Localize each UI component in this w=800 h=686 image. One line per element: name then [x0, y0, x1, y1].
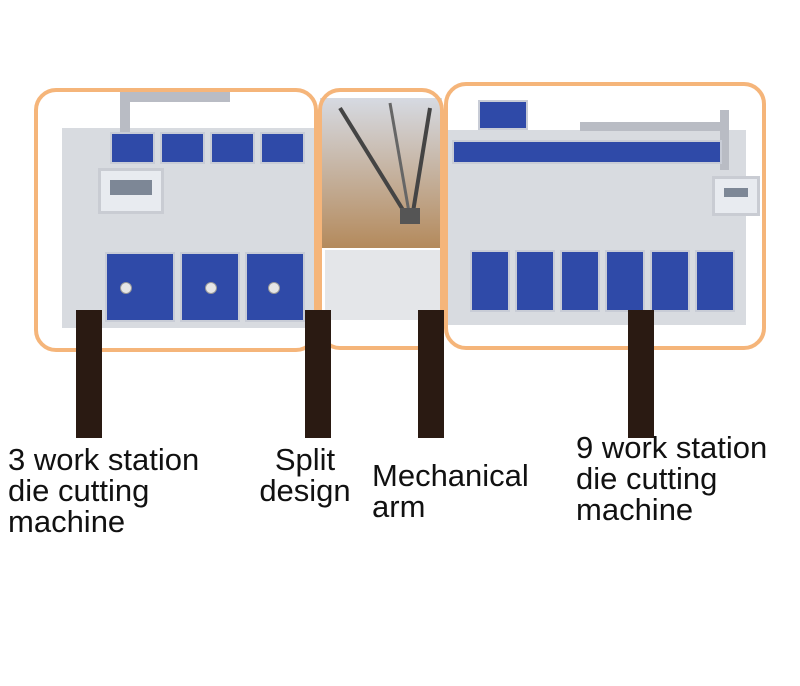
nine-station-label: 9 work station die cutting machine — [576, 430, 768, 527]
three-station-outline — [34, 88, 318, 352]
nine-station-outline — [444, 82, 766, 350]
mechanical-arm-pointer — [418, 310, 444, 438]
robot-arm-icon — [338, 102, 432, 224]
split-design-outline — [318, 88, 444, 350]
three-station-pointer — [76, 310, 102, 438]
control-screen-icon — [98, 168, 164, 214]
three-station-label: 3 work station die cutting machine — [8, 442, 200, 539]
split-design-label: Split design — [259, 442, 351, 508]
nine-station-pointer — [628, 310, 654, 438]
split-design-pointer — [305, 310, 331, 438]
control-screen-icon — [712, 176, 760, 216]
mechanical-arm-label: Mechanical arm — [372, 458, 529, 524]
